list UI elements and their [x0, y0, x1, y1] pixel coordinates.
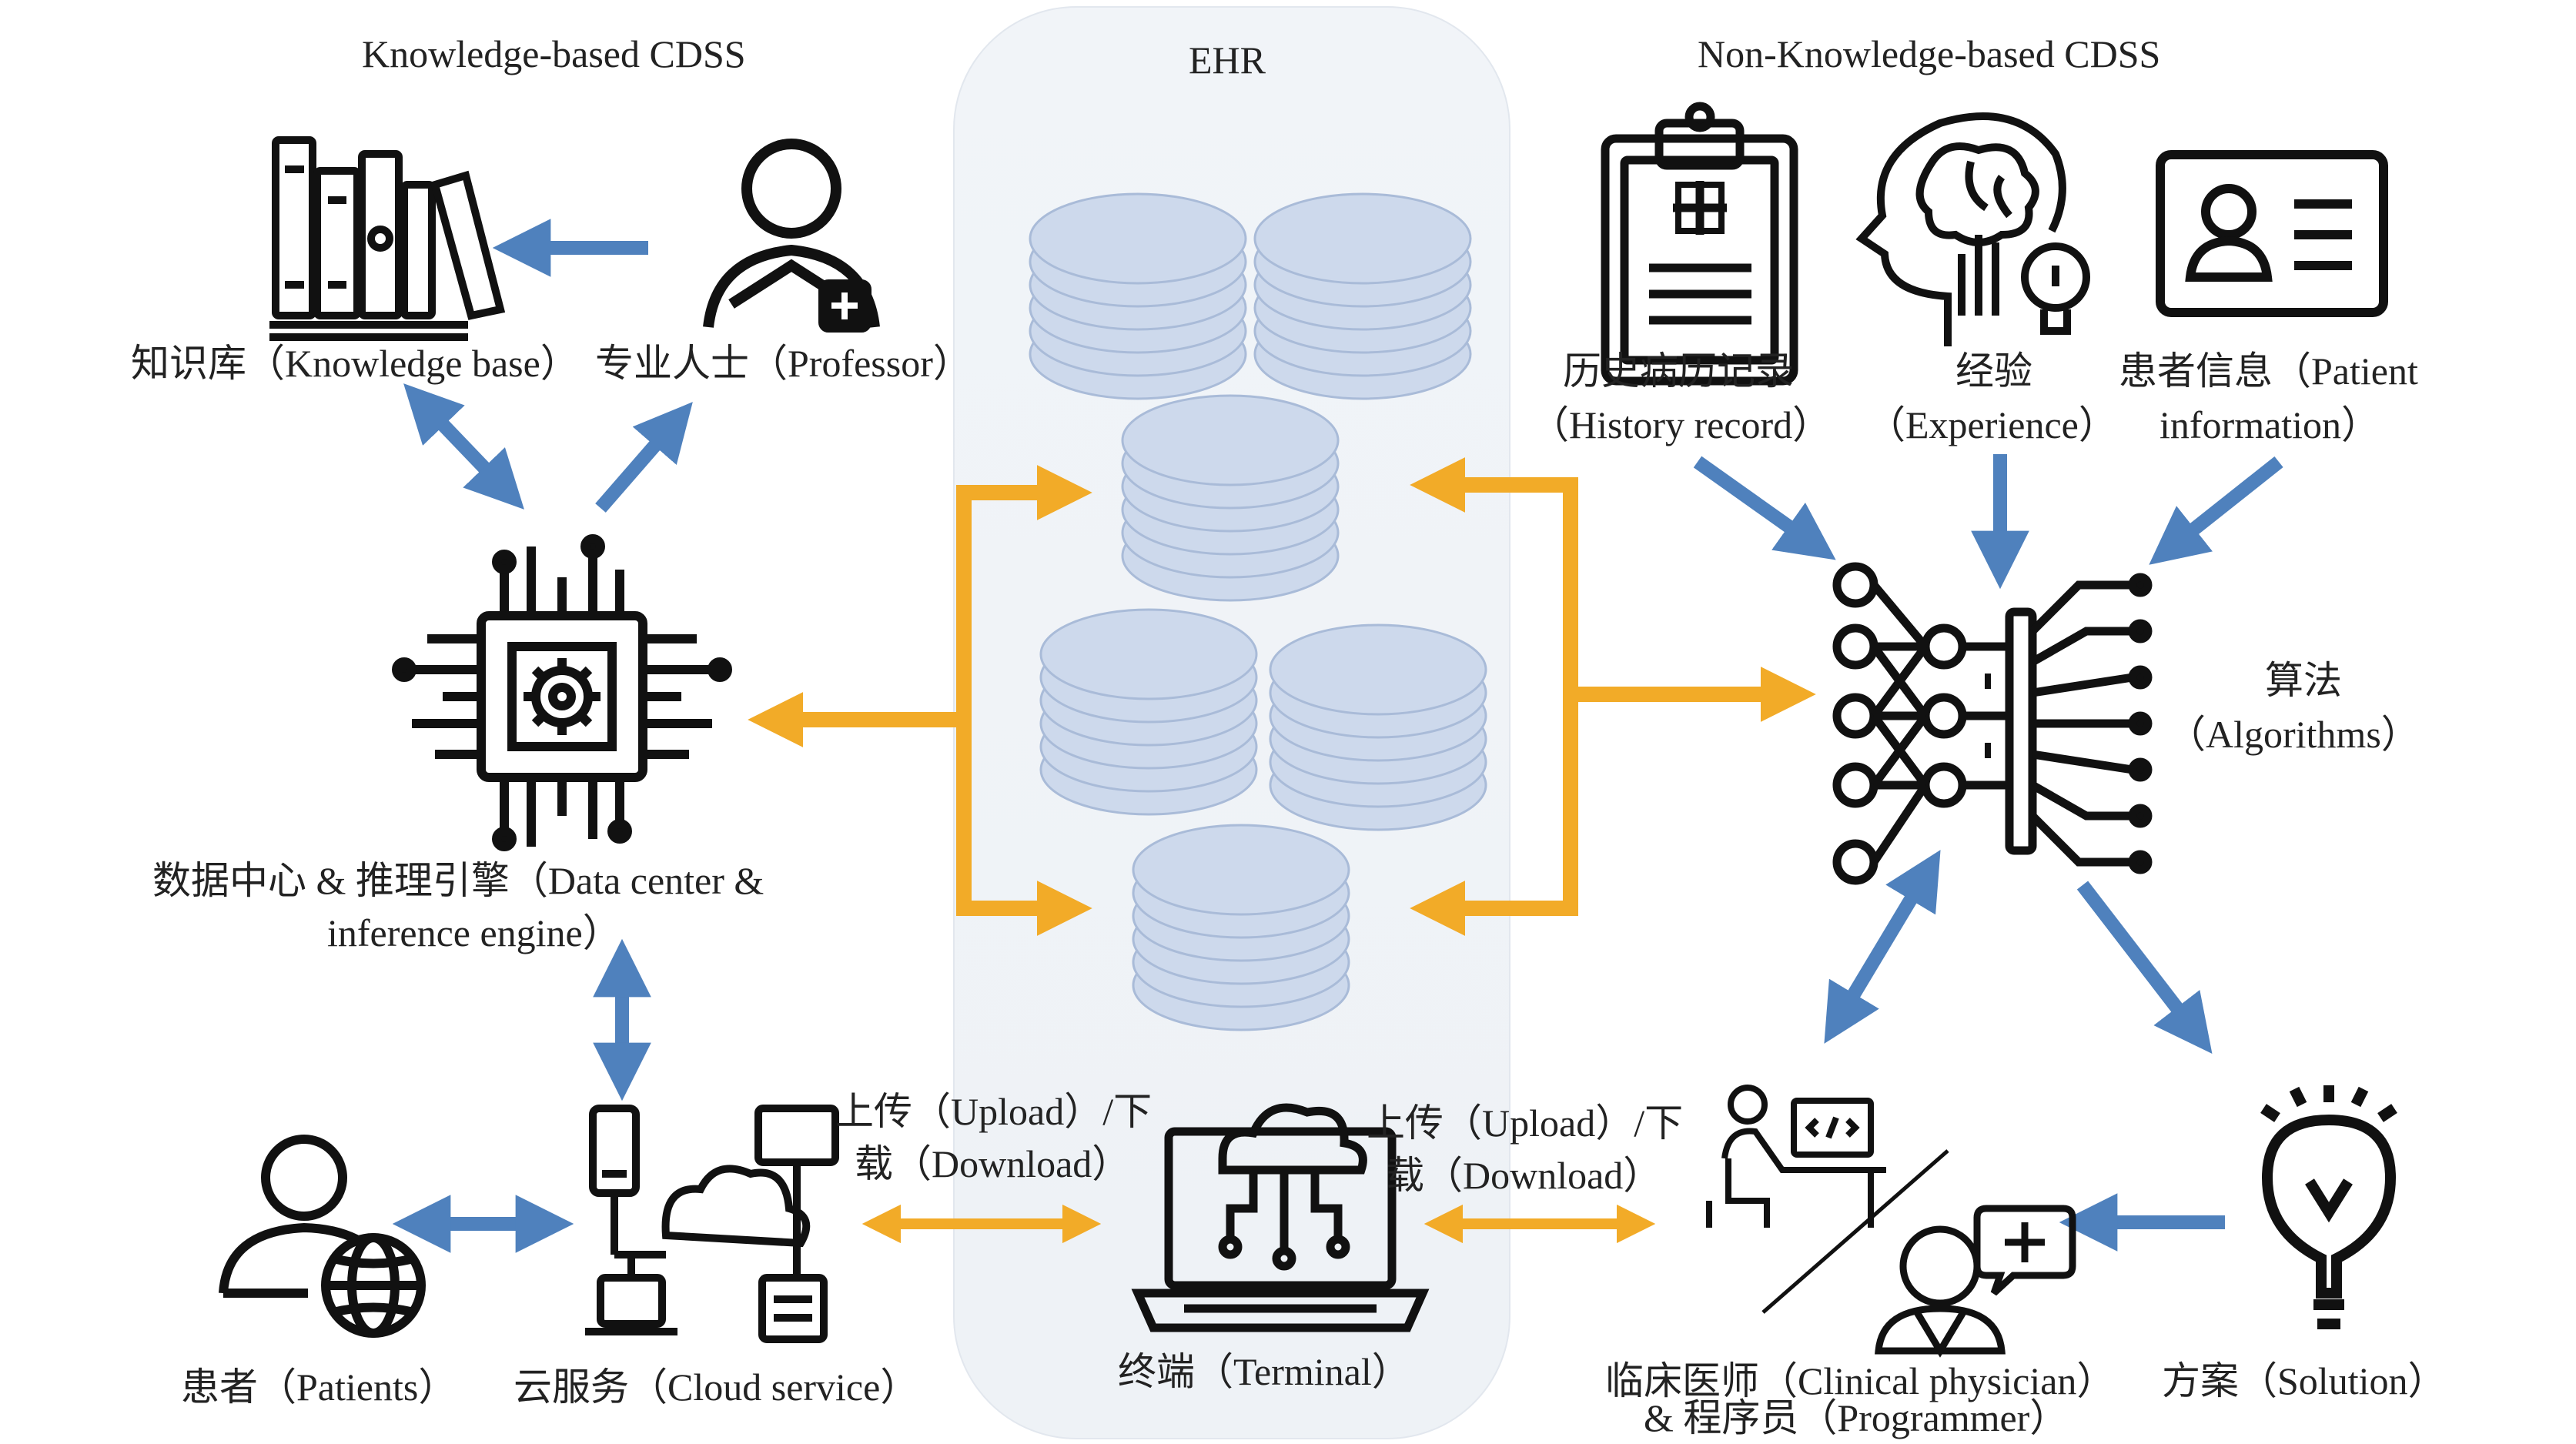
- label-history-2: （History record）: [1531, 403, 1832, 446]
- divider-line: [1761, 1149, 1949, 1314]
- arrow-patientinfo-to-algo: [2149, 456, 2283, 565]
- database-icon: [1121, 394, 1340, 602]
- cloud-network-icon: [585, 1105, 839, 1343]
- database-icon: [1253, 192, 1472, 400]
- neural-network-icon: [1832, 562, 2153, 885]
- label-transfer-right-2: 载（Download）: [1386, 1154, 1662, 1197]
- label-algorithms-1: 算法: [2265, 659, 2342, 702]
- patient-globe-icon: [219, 1135, 426, 1338]
- title-knowledge-cdss: Knowledge-based CDSS: [362, 32, 746, 75]
- label-history-1: 历史病历记录: [1563, 349, 1794, 393]
- label-professor: 专业人士（Professor）: [595, 342, 972, 385]
- label-solution: 方案（Solution）: [2162, 1359, 2447, 1402]
- brain-bulb-icon: [1855, 112, 2090, 346]
- label-transfer-left-2: 载（Download）: [855, 1142, 1131, 1185]
- label-knowledge-base: 知识库（Knowledge base）: [131, 342, 579, 385]
- label-patient-info-2: information）: [2159, 403, 2380, 446]
- chip-icon: [392, 534, 732, 851]
- lightbulb-icon: [2260, 1085, 2397, 1329]
- database-icon: [1039, 608, 1258, 816]
- label-physician-1: 临床医师（Clinical physician）: [1605, 1359, 2116, 1402]
- label-physician-2: & 程序员（Programmer）: [1644, 1396, 2069, 1439]
- professor-icon: [703, 139, 880, 333]
- orange-arrows: [748, 457, 1816, 1244]
- programmer-icon: [1706, 1085, 1886, 1228]
- books-icon: [269, 136, 506, 341]
- laptop-cloud-icon: [1131, 1103, 1430, 1332]
- label-algorithms-2: （Algorithms）: [2167, 713, 2420, 756]
- title-ehr: EHR: [1189, 38, 1266, 82]
- arrow-datacenter-professor: [595, 402, 693, 513]
- title-non-knowledge-cdss: Non-Knowledge-based CDSS: [1698, 32, 2161, 75]
- blue-arrows: [392, 219, 2283, 1253]
- id-card-icon: [2156, 150, 2388, 317]
- clipboard-icon: [1601, 102, 1798, 386]
- database-stacks: [1029, 192, 1487, 1031]
- label-transfer-right-1: 上传（Upload）/下: [1367, 1101, 1684, 1145]
- database-icon: [1269, 623, 1487, 831]
- label-terminal: 终端（Terminal）: [1118, 1350, 1410, 1393]
- label-data-center-1: 数据中心 & 推理引擎（Data center &: [152, 859, 764, 902]
- database-icon: [1029, 192, 1247, 400]
- arrow-ehr-left-bottom: [956, 720, 1092, 936]
- label-data-center-2: inference engine）: [327, 911, 621, 954]
- label-experience-1: 经验: [1955, 349, 2032, 393]
- label-experience-2: （Experience）: [1867, 403, 2117, 446]
- arrow-algo-physician: [1824, 850, 1941, 1044]
- arrow-kb-datacenter: [403, 383, 524, 510]
- label-transfer-left-1: 上传（Upload）/下: [835, 1090, 1153, 1133]
- arrow-algo-solution: [2076, 881, 2213, 1054]
- physician-icon: [1875, 1205, 2076, 1358]
- label-patient-info-1: 患者信息（Patient: [2119, 349, 2418, 393]
- label-cloud-service: 云服务（Cloud service）: [514, 1365, 919, 1409]
- arrow-ehr-right-bottom: [1410, 694, 1578, 936]
- arrow-history-to-algo: [1693, 456, 1836, 560]
- database-icon: [1132, 824, 1350, 1031]
- label-patients: 患者（Patients）: [181, 1365, 457, 1409]
